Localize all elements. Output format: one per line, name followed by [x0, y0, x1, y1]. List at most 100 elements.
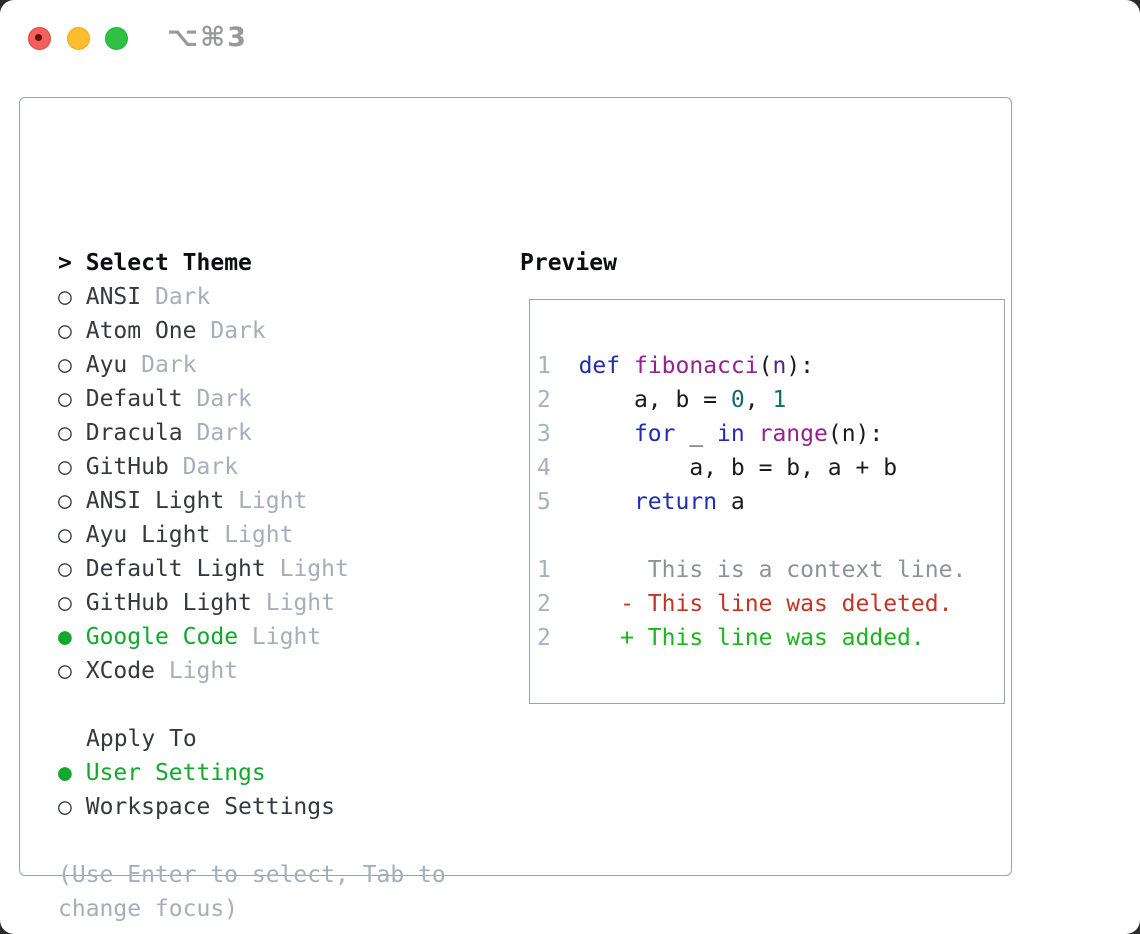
- theme-option-default[interactable]: ○ Default Dark: [58, 382, 349, 416]
- theme-name: Atom One: [85, 318, 197, 344]
- apply-option-user-settings[interactable]: ● User Settings: [58, 756, 335, 790]
- theme-option-ansi-light[interactable]: ○ ANSI Light Light: [58, 484, 349, 518]
- code-line: 5 return a: [537, 485, 966, 519]
- theme-name: GitHub Light: [85, 590, 252, 616]
- theme-option-ayu-light[interactable]: ○ Ayu Light Light: [58, 518, 349, 552]
- theme-name: ANSI Light: [85, 488, 225, 514]
- code-token: _: [675, 421, 718, 447]
- line-number: 1: [537, 353, 551, 379]
- code-line: 3 for _ in range(n):: [537, 417, 966, 451]
- theme-option-ansi[interactable]: ○ ANSI Dark: [58, 280, 349, 314]
- code-line: 4 a, b = b, a + b: [537, 451, 966, 485]
- apply-option-label: User Settings: [85, 760, 266, 786]
- line-number: 3: [537, 421, 551, 447]
- radio-unselected-icon: ○: [58, 386, 72, 412]
- code-token: return: [633, 489, 718, 515]
- radio-unselected-icon: ○: [58, 318, 72, 344]
- code-token: n: [772, 353, 787, 379]
- window-shortcut-label: ⌥⌘3: [167, 22, 248, 53]
- radio-unselected-icon: ○: [58, 488, 72, 514]
- code-token: (: [758, 353, 773, 379]
- focus-arrow-icon: >: [58, 250, 72, 276]
- line-number: 5: [537, 489, 551, 515]
- diff-text: This is a context line.: [578, 557, 967, 583]
- select-theme-header: > Select Theme: [58, 246, 349, 280]
- theme-variant: Dark: [196, 420, 252, 446]
- theme-variant: Dark: [196, 386, 252, 412]
- code-token: a, b = b, a + b: [578, 455, 898, 481]
- line-number: 2: [537, 591, 551, 617]
- theme-option-github[interactable]: ○ GitHub Dark: [58, 450, 349, 484]
- theme-variant: Dark: [141, 352, 197, 378]
- code-token: a: [717, 489, 745, 515]
- radio-unselected-icon: ○: [58, 454, 72, 480]
- code-token: range: [758, 421, 828, 447]
- code-token: in: [717, 421, 745, 447]
- radio-selected-icon: ●: [58, 624, 72, 650]
- theme-option-github-light[interactable]: ○ GitHub Light Light: [58, 586, 349, 620]
- theme-option-atom-one[interactable]: ○ Atom One Dark: [58, 314, 349, 348]
- code-token: for: [633, 421, 676, 447]
- theme-name: XCode: [85, 658, 155, 684]
- line-number: 2: [537, 387, 551, 413]
- theme-variant: Light: [224, 522, 294, 548]
- line-number: 1: [537, 557, 551, 583]
- radio-unselected-icon: ○: [58, 590, 72, 616]
- theme-variant: Dark: [154, 284, 211, 310]
- theme-name: Google Code: [85, 624, 239, 650]
- diff-line-ctx: 1 This is a context line.: [537, 553, 966, 587]
- theme-variant: Light: [265, 590, 335, 616]
- theme-name: Default: [85, 386, 183, 412]
- theme-name: Ayu Light: [85, 522, 211, 548]
- radio-unselected-icon: ○: [58, 556, 72, 582]
- code-token: [579, 489, 634, 515]
- diff-text: - This line was deleted.: [578, 591, 953, 617]
- code-token: [620, 353, 634, 379]
- radio-unselected-icon: ○: [58, 658, 72, 684]
- theme-variant: Dark: [210, 318, 266, 344]
- radio-selected-icon: ●: [58, 760, 72, 786]
- theme-name: Default Light: [85, 556, 266, 582]
- apply-option-workspace-settings[interactable]: ○ Workspace Settings: [58, 790, 335, 824]
- apply-option-label: Workspace Settings: [85, 794, 335, 820]
- theme-option-xcode[interactable]: ○ XCode Light: [58, 654, 349, 688]
- code-token: 0: [730, 387, 745, 413]
- theme-option-ayu[interactable]: ○ Ayu Dark: [58, 348, 349, 382]
- minimize-button[interactable]: [67, 27, 90, 50]
- radio-unselected-icon: ○: [58, 522, 72, 548]
- diff-text: + This line was added.: [578, 625, 925, 651]
- code-token: fibonacci: [633, 353, 759, 379]
- theme-name: ANSI: [85, 284, 142, 310]
- close-button[interactable]: [28, 27, 51, 50]
- theme-name: Dracula: [85, 420, 183, 446]
- theme-variant: Light: [238, 488, 308, 514]
- code-line: 2 a, b = 0, 1: [537, 383, 966, 417]
- theme-name: GitHub: [85, 454, 169, 480]
- radio-unselected-icon: ○: [58, 352, 72, 378]
- code-token: (n):: [827, 421, 884, 447]
- code-token: 1: [772, 387, 787, 413]
- radio-unselected-icon: ○: [58, 284, 72, 310]
- diff-line-del: 2 - This line was deleted.: [537, 587, 966, 621]
- theme-variant: Light: [168, 658, 239, 684]
- code-token: ,: [744, 387, 773, 413]
- theme-variant: Light: [279, 556, 349, 582]
- preview-title: Preview: [520, 250, 617, 276]
- radio-unselected-icon: ○: [58, 420, 72, 446]
- main-panel: > Select Theme○ ANSI Dark○ Atom One Dark…: [19, 97, 1012, 922]
- select-theme-title: Select Theme: [85, 250, 252, 276]
- theme-option-default-light[interactable]: ○ Default Light Light: [58, 552, 349, 586]
- zoom-button[interactable]: [105, 27, 128, 50]
- theme-variant: Light: [251, 624, 322, 650]
- code-token: ):: [786, 353, 815, 379]
- diff-line-add: 2 + This line was added.: [537, 621, 966, 655]
- theme-option-dracula[interactable]: ○ Dracula Dark: [58, 416, 349, 450]
- code-line: 1 def fibonacci(n):: [537, 349, 966, 383]
- code-token: [745, 421, 759, 447]
- code-token: def: [578, 353, 621, 379]
- theme-option-google-code[interactable]: ● Google Code Light: [58, 620, 349, 654]
- theme-list: > Select Theme○ ANSI Dark○ Atom One Dark…: [58, 246, 349, 688]
